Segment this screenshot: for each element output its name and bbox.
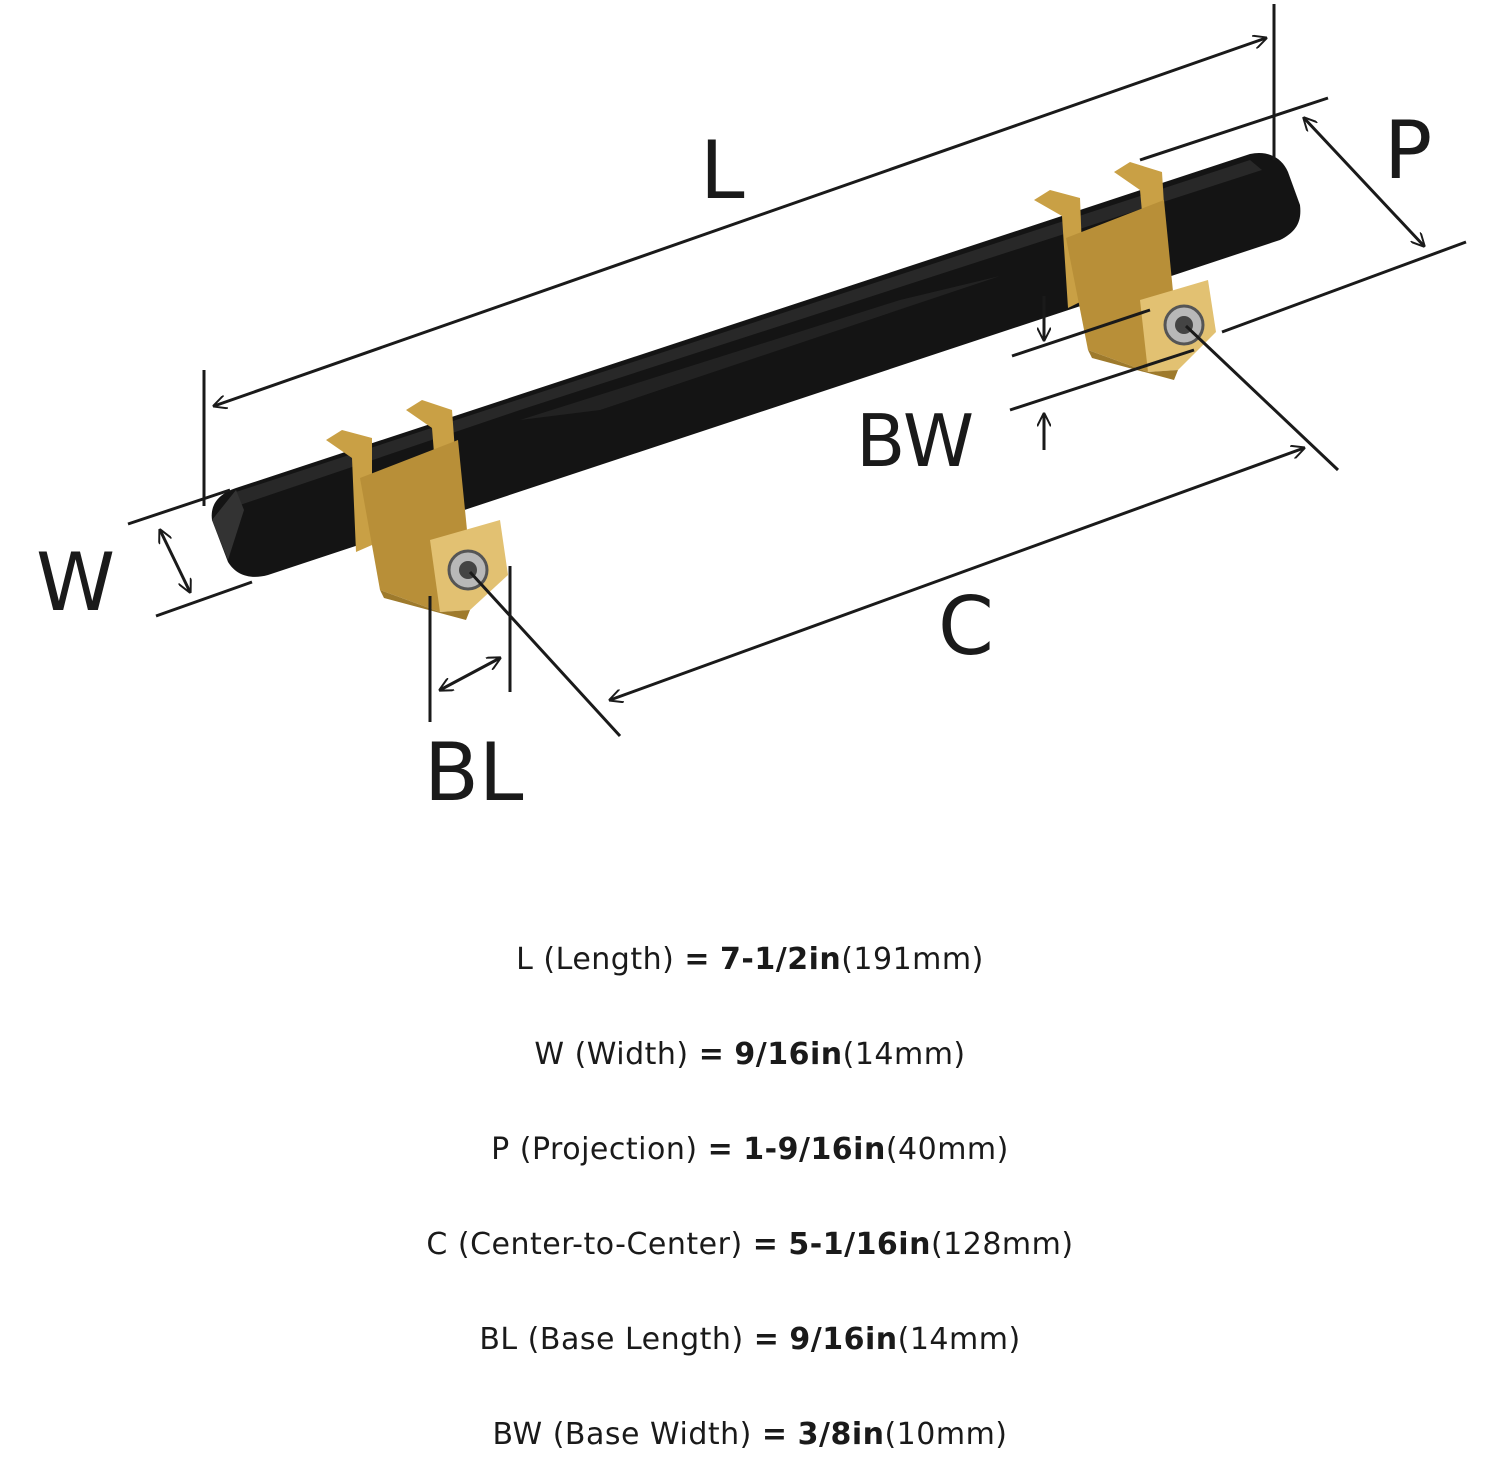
w-extension-bottom (155, 580, 253, 618)
spec-name: (Width) (574, 1037, 689, 1072)
specifications-list: L (Length) = 7-1/2in(191mm) W (Width) = … (0, 912, 1500, 1482)
bl-dimension-arrow (440, 658, 500, 690)
spec-code: W (534, 1037, 565, 1072)
spec-code: P (491, 1132, 510, 1167)
spec-equals: = (707, 1132, 734, 1167)
p-dimension-arrow (1304, 118, 1424, 246)
w-extension-top (127, 488, 231, 526)
label-bl: BL (424, 726, 524, 819)
c-center-line-right (1184, 324, 1340, 472)
spec-imperial: 9/16in (789, 1322, 898, 1357)
spec-center-to-center: C (Center-to-Center) = 5-1/16in(128mm) (0, 1197, 1500, 1292)
bw-extension-top (1011, 308, 1151, 358)
p-extension-bottom (1221, 240, 1467, 334)
spec-metric: (14mm) (897, 1322, 1021, 1357)
spec-projection: P (Projection) = 1-9/16in(40mm) (0, 1102, 1500, 1197)
spec-name: (Base Length) (527, 1322, 744, 1357)
spec-name: (Length) (543, 942, 675, 977)
spec-metric: (191mm) (841, 942, 984, 977)
label-c: C (938, 580, 994, 673)
spec-metric: (14mm) (842, 1037, 966, 1072)
spec-name: (Projection) (519, 1132, 698, 1167)
spec-name: (Base Width) (552, 1417, 752, 1452)
label-p: P (1384, 104, 1432, 197)
c-center-line-left (468, 570, 622, 738)
l-dimension-arrow (214, 38, 1266, 406)
p-extension-top (1139, 96, 1329, 162)
label-bw: BW (856, 399, 974, 483)
spec-metric: (40mm) (885, 1132, 1009, 1167)
spec-equals: = (752, 1227, 779, 1262)
spec-equals: = (684, 942, 710, 977)
spec-code: BL (479, 1322, 518, 1357)
left-post-clip (326, 430, 372, 552)
spec-imperial: 1-9/16in (743, 1132, 886, 1167)
dimension-diagram: L P W BW C BL (36, 4, 1467, 819)
spec-imperial: 9/16in (734, 1037, 843, 1072)
left-post-base-dark (380, 590, 470, 620)
spec-imperial: 3/8in (797, 1417, 885, 1452)
spec-length: L (Length) = 7-1/2in(191mm) (0, 912, 1500, 1007)
left-post (326, 400, 508, 620)
spec-width: W (Width) = 9/16in(14mm) (0, 1007, 1500, 1102)
spec-metric: (10mm) (884, 1417, 1008, 1452)
handle-facet-end (212, 490, 244, 560)
spec-base-length: BL (Base Length) = 9/16in(14mm) (0, 1292, 1500, 1387)
spec-code: BW (492, 1417, 543, 1452)
spec-code: L (516, 942, 534, 977)
c-dimension-arrow (610, 448, 1304, 700)
bw-extension-bottom (1009, 348, 1195, 412)
spec-metric: (128mm) (930, 1227, 1074, 1262)
label-l: L (700, 124, 745, 217)
label-w: W (36, 536, 115, 629)
spec-name: (Center-to-Center) (457, 1227, 743, 1262)
dimension-lines (127, 4, 1467, 738)
spec-imperial: 5-1/16in (788, 1227, 931, 1262)
spec-imperial: 7-1/2in (720, 942, 842, 977)
w-dimension-arrow (160, 530, 190, 592)
spec-equals: = (698, 1037, 725, 1072)
spec-code: C (426, 1227, 448, 1262)
spec-equals: = (753, 1322, 780, 1357)
spec-equals: = (761, 1417, 788, 1452)
spec-base-width: BW (Base Width) = 3/8in(10mm) (0, 1387, 1500, 1482)
